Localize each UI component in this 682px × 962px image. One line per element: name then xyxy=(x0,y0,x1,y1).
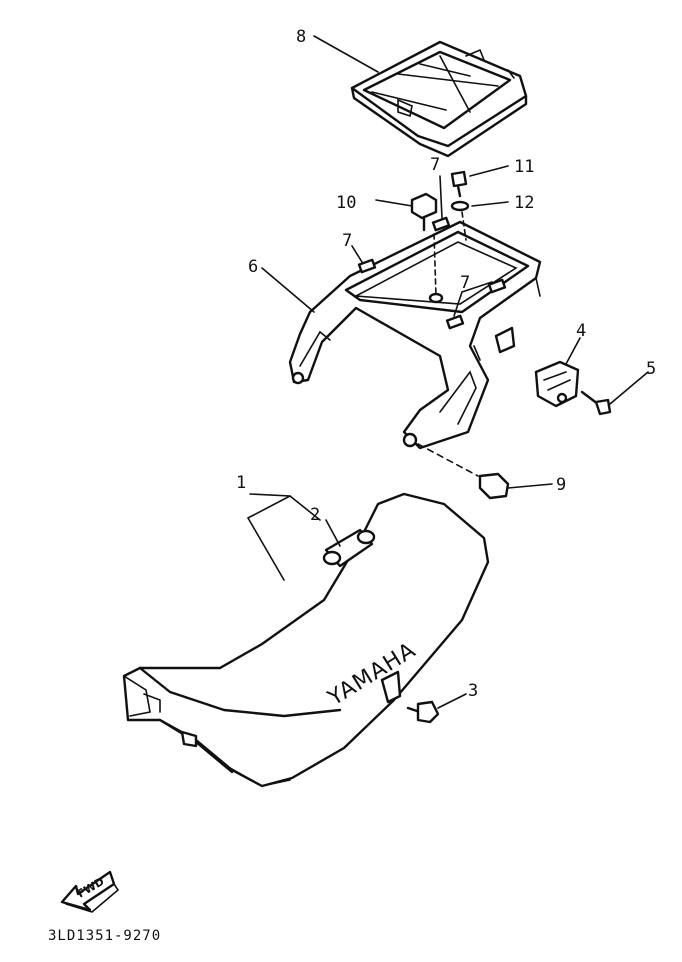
callout-9: 9 xyxy=(556,475,566,495)
part-2-pin xyxy=(322,528,376,568)
callout-7b: 7 xyxy=(342,231,352,251)
callout-7c: 7 xyxy=(460,273,470,293)
drawing-code: 3LD1351-9270 xyxy=(48,928,162,944)
callout-2: 2 xyxy=(310,505,320,525)
callout-8: 8 xyxy=(296,27,306,47)
callout-12: 12 xyxy=(514,193,534,213)
part-5-screw xyxy=(580,390,612,416)
part-12-washer xyxy=(450,200,470,241)
callout-1: 1 xyxy=(236,473,246,493)
part-6-rear-bracket xyxy=(288,220,542,450)
part-3-bolt xyxy=(406,700,440,724)
callout-4: 4 xyxy=(576,321,586,341)
part-9-bolt xyxy=(417,443,510,500)
callout-7a: 7 xyxy=(430,155,440,175)
part-10-bolt xyxy=(410,192,444,304)
callout-10: 10 xyxy=(336,193,356,213)
part-4-catch xyxy=(534,360,580,408)
leader-lines xyxy=(246,35,649,709)
part-8-carrier-plate xyxy=(350,40,528,158)
part-11-bolt xyxy=(450,170,468,198)
part-7-dampers xyxy=(357,216,507,330)
part-1-seat xyxy=(122,492,490,788)
callout-6: 6 xyxy=(248,257,258,277)
callout-3: 3 xyxy=(468,681,478,701)
callout-11: 11 xyxy=(514,157,534,177)
callout-5: 5 xyxy=(646,359,656,379)
fwd-arrow-icon: FWD xyxy=(60,870,120,913)
